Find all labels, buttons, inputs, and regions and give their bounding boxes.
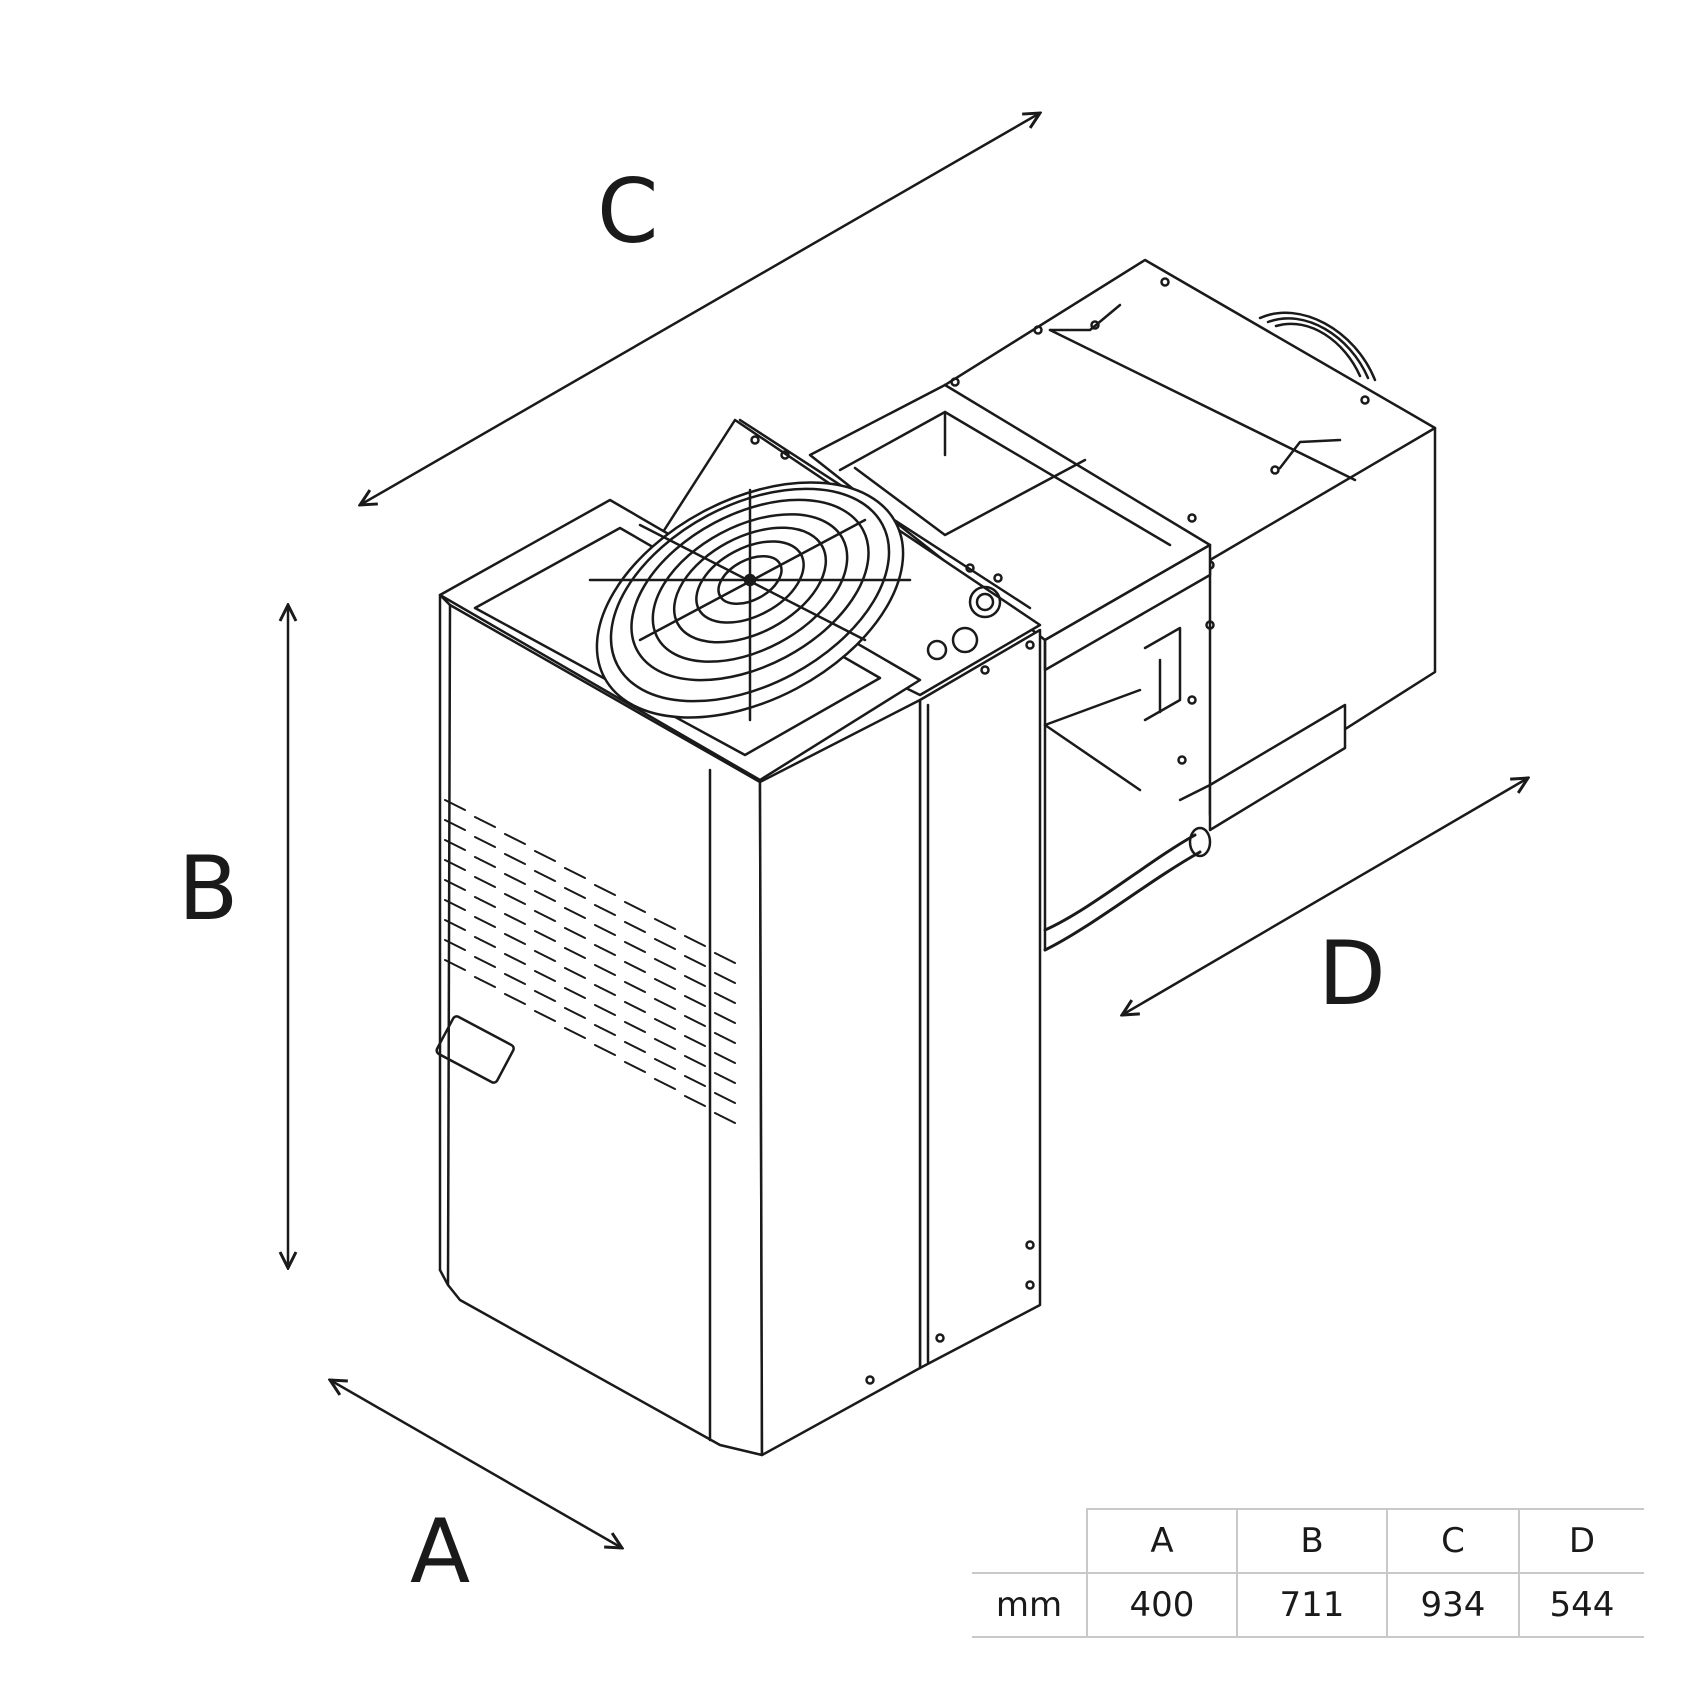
table-value-cell: 400 xyxy=(1086,1573,1237,1638)
dimension-arrow-d xyxy=(1122,778,1528,1015)
table-unit-cell: mm xyxy=(972,1573,1087,1638)
table-header-cell: C xyxy=(1386,1508,1519,1574)
dimension-label-b: B xyxy=(178,837,239,940)
table-header-cell: A xyxy=(1086,1508,1237,1574)
dimensions-table: A B C D mm 400 711 934 544 xyxy=(972,1508,1644,1638)
mounting-frame xyxy=(808,383,1212,952)
dimension-arrow-c xyxy=(360,113,1040,505)
table-value-cell: 934 xyxy=(1386,1573,1519,1638)
table-value-cell: 544 xyxy=(1518,1573,1644,1638)
dimension-arrow-a xyxy=(330,1380,622,1548)
dimension-label-a: A xyxy=(410,1500,471,1603)
table-header-cell: D xyxy=(1518,1508,1644,1574)
condensing-unit xyxy=(435,498,922,1457)
table-value-cell: 711 xyxy=(1236,1573,1387,1638)
table-header-row: A B C D xyxy=(972,1508,1644,1574)
fan-grille xyxy=(588,481,912,722)
dimension-label-c: C xyxy=(597,160,659,263)
table-row: mm 400 711 934 544 xyxy=(972,1573,1644,1638)
table-header-cell: B xyxy=(1236,1508,1387,1574)
dimension-label-d: D xyxy=(1318,922,1386,1025)
table-header-cell xyxy=(972,1509,1087,1574)
